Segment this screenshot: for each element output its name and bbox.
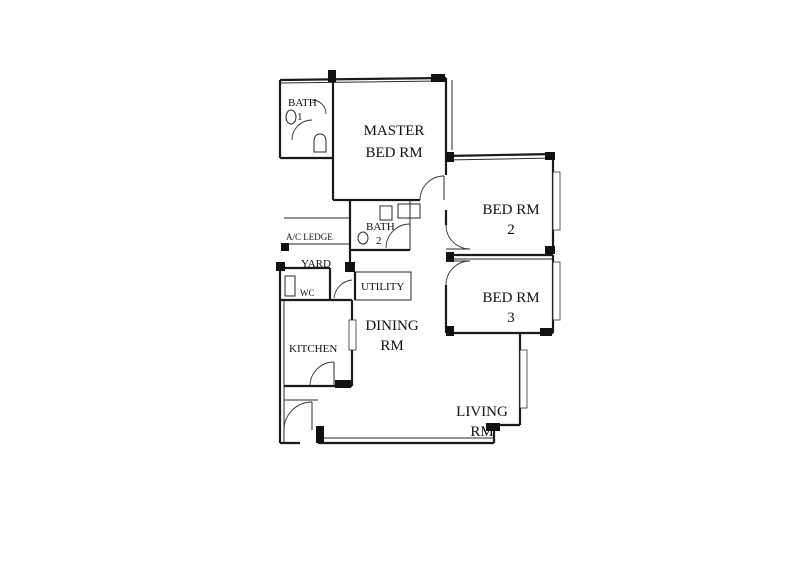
master-bedroom-label: MASTER — [364, 123, 425, 139]
bedroom3-label: BED RM — [482, 290, 539, 306]
doors — [283, 99, 471, 431]
dining-room-label-2: RM — [380, 338, 403, 354]
shower-tray-icon — [397, 203, 421, 219]
toilet-icon — [379, 205, 393, 221]
fixtures — [284, 109, 421, 297]
wc-label: WC — [300, 288, 315, 298]
living-room-label-2: RM — [470, 424, 493, 440]
bath1-number: 1 — [297, 111, 303, 123]
living-room-label: LIVING — [456, 404, 508, 420]
bedroom2-number: 2 — [507, 222, 515, 238]
ac-ledge-label: A/C LEDGE — [286, 232, 333, 242]
bath2-number: 2 — [376, 235, 382, 247]
yard-label: YARD — [301, 258, 331, 270]
bath1-label: BATH — [288, 97, 317, 109]
wc-toilet-icon — [284, 275, 296, 297]
wash-basin-icon — [285, 109, 297, 125]
wash-basin-icon — [357, 231, 369, 245]
walls — [278, 76, 561, 445]
structural-columns — [276, 70, 555, 443]
kitchen-label: KITCHEN — [289, 343, 337, 355]
bedroom3-number: 3 — [507, 310, 515, 326]
dining-room-label: DINING — [365, 318, 418, 334]
room-labels: BATH 1 MASTER BED RM BATH 2 BED RM 2 BED… — [286, 97, 540, 440]
bedroom2-label: BED RM — [482, 202, 539, 218]
toilet-icon — [313, 133, 327, 153]
utility-label: UTILITY — [361, 281, 404, 293]
master-bedroom-label-2: BED RM — [365, 145, 422, 161]
bath2-label: BATH — [366, 221, 395, 233]
